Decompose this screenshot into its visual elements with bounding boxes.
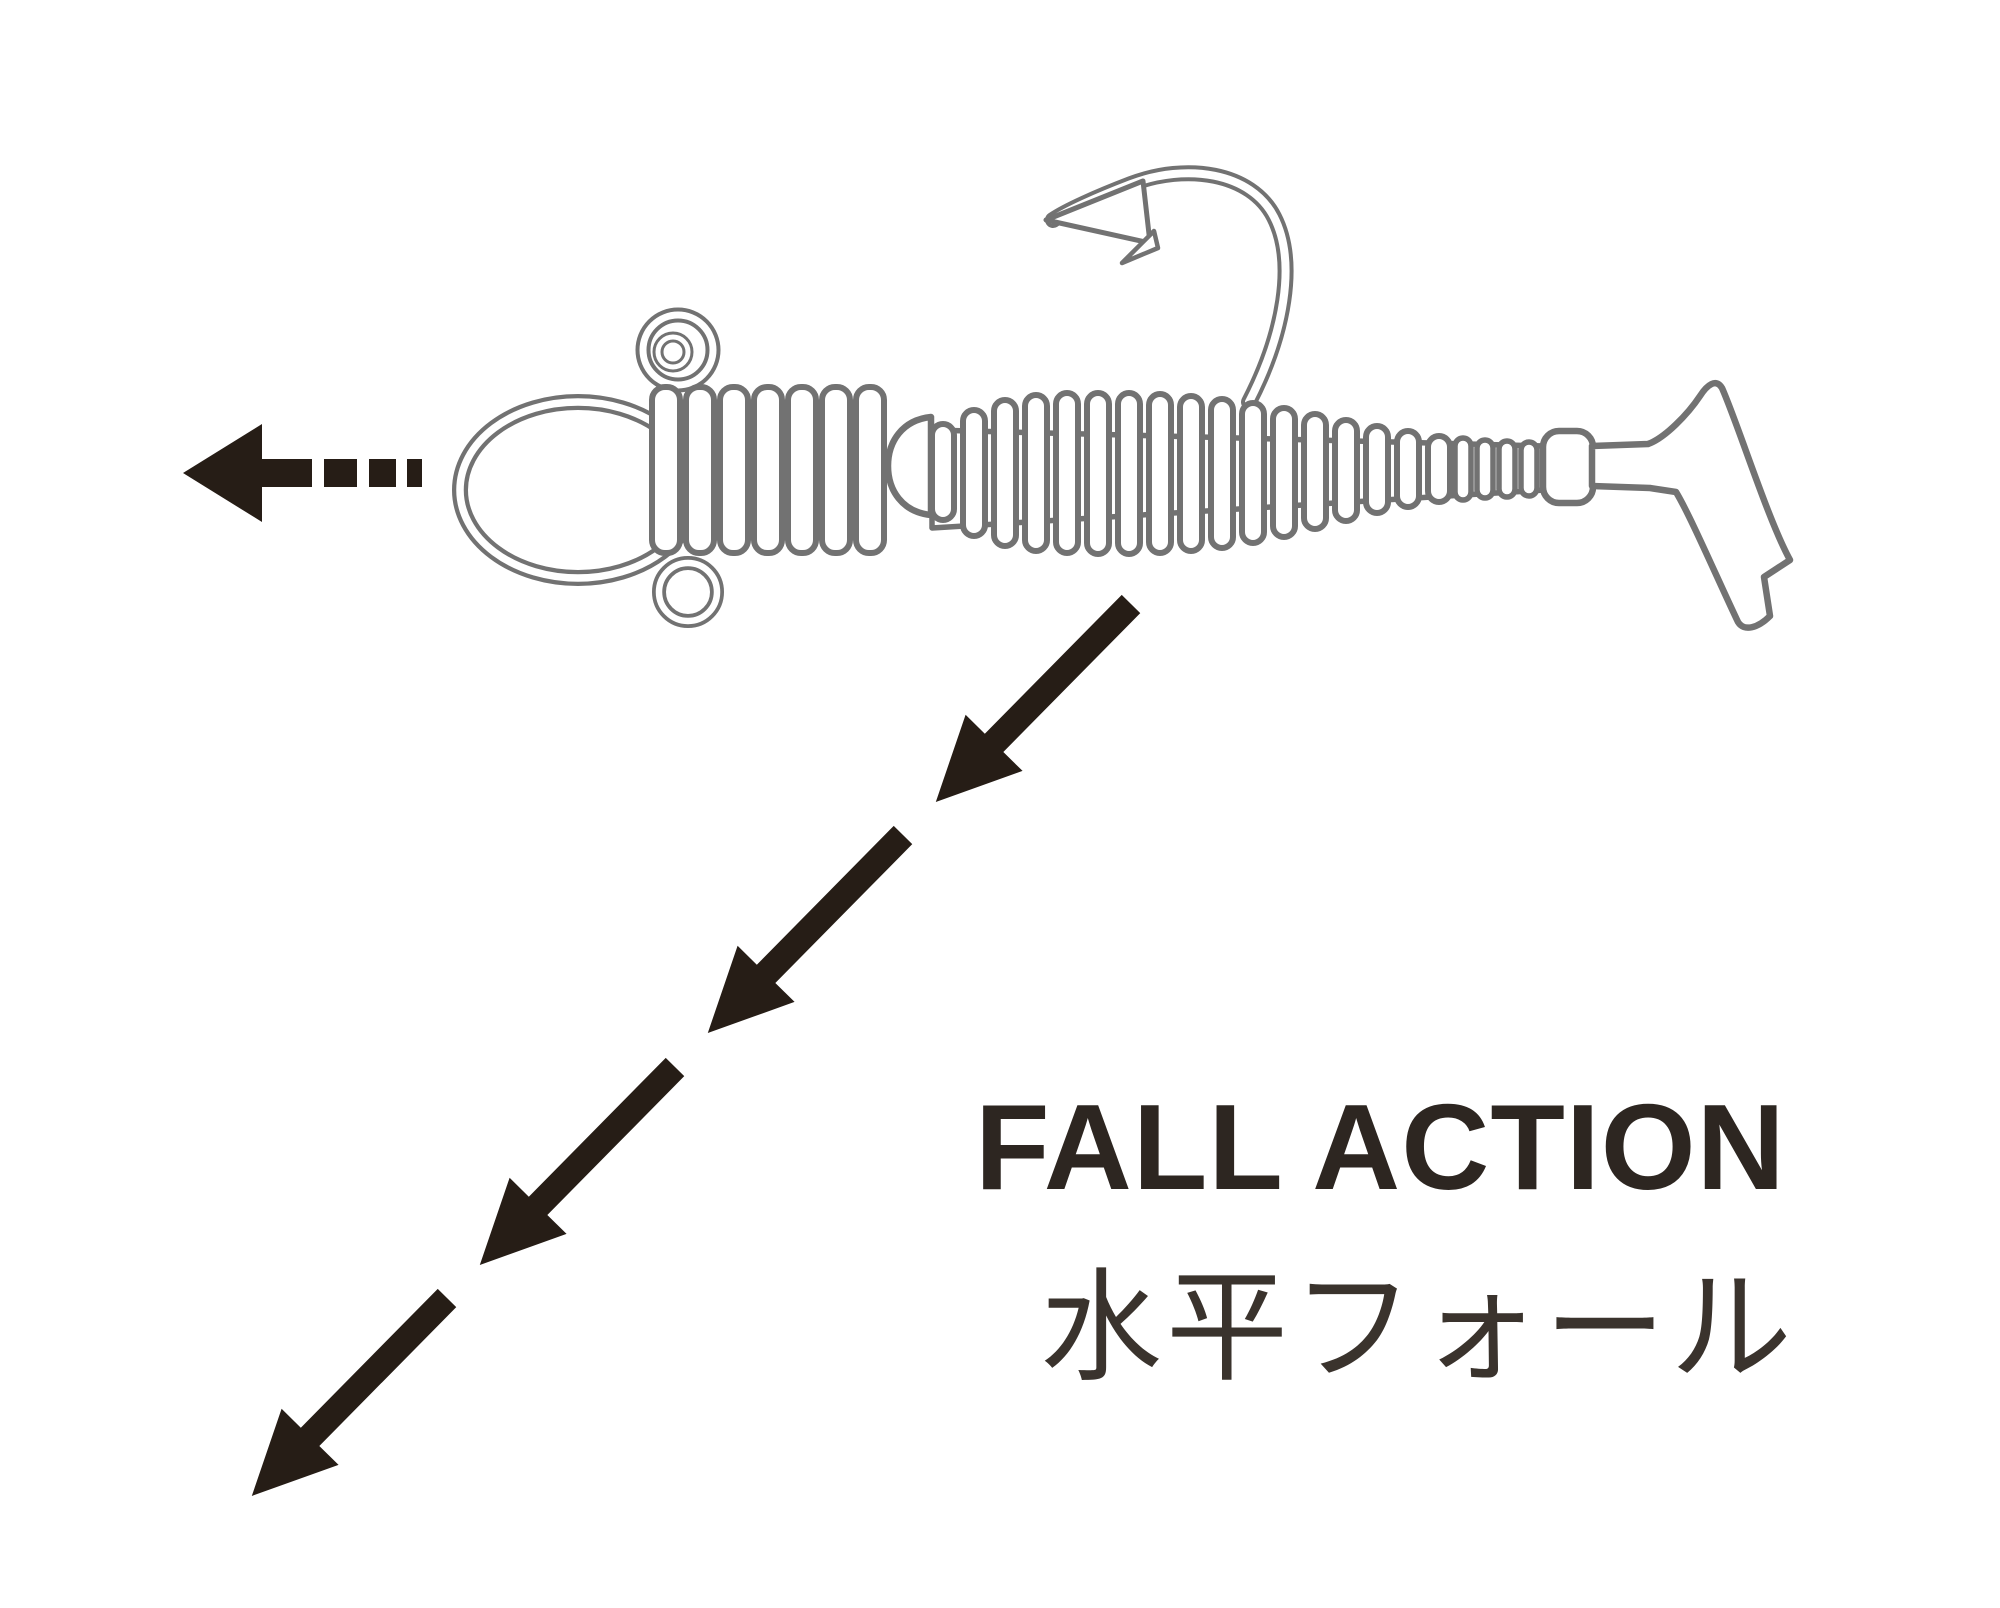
tail-shaft-ribs: [1452, 435, 1540, 503]
bottom-keeper-loop-icon: [652, 556, 724, 628]
fall-arrow-4: [251, 1288, 457, 1496]
lure-illustration: [452, 165, 1794, 631]
fall-arrow-2: [707, 825, 913, 1033]
top-keeper-loop-icon: [635, 307, 721, 393]
paddle-tail: [1588, 379, 1794, 631]
dashed-left-arrow-icon: [183, 424, 422, 522]
caption-horizontal-fall-jp: 水平フォール: [1040, 1260, 1796, 1396]
fall-arrow-1: [935, 594, 1141, 802]
fishing-hook-icon: [1043, 165, 1294, 410]
tail-bead: [1539, 427, 1597, 507]
ribbed-body: [929, 390, 1453, 557]
caption-fall-action: FALL ACTION: [975, 1079, 1786, 1215]
nose-cone: [884, 413, 935, 519]
fall-arrow-3: [479, 1057, 685, 1265]
fall-arrows: [251, 594, 1141, 1496]
screw-keeper-coil: [649, 384, 887, 556]
